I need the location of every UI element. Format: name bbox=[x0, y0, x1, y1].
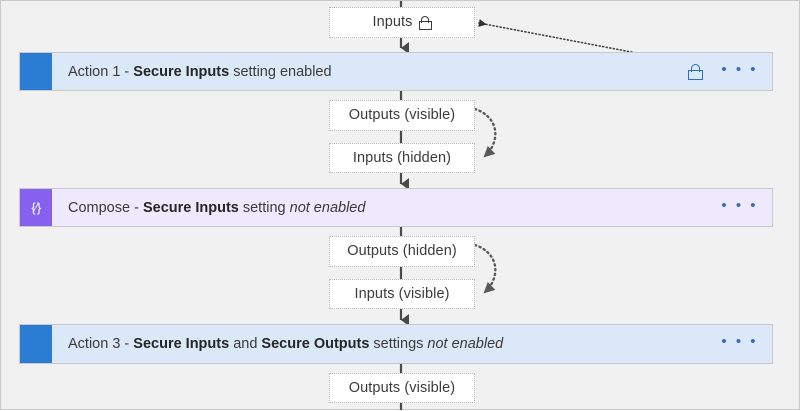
node-action1-outputs[interactable]: Outputs (visible) bbox=[329, 100, 475, 131]
action-1-prefix: Action 1 - bbox=[68, 63, 134, 80]
node-compose-inputs[interactable]: Inputs (visible) bbox=[329, 279, 475, 309]
node-top-inputs[interactable]: Inputs bbox=[329, 7, 475, 38]
action-3-middle: settings bbox=[369, 336, 428, 352]
action-3-bold-2: Secure Outputs bbox=[261, 336, 370, 352]
action-1-right-controls: • • • bbox=[682, 62, 772, 82]
action-1-bold: Secure Inputs bbox=[133, 63, 230, 80]
compose-bold: Secure Inputs bbox=[142, 199, 239, 216]
compose-braces-icon: {∕} bbox=[20, 189, 52, 226]
compose-prefix: Compose - bbox=[68, 199, 143, 216]
node-action3-outputs[interactable]: Outputs (visible) bbox=[329, 373, 475, 403]
compose-middle: setting bbox=[238, 199, 290, 216]
wire-curve-compose bbox=[473, 243, 497, 294]
action-row-compose[interactable]: {∕} Compose - Secure Inputs setting not … bbox=[19, 188, 773, 227]
action1-inputs-label: Inputs (hidden) bbox=[352, 149, 452, 166]
action-3-conjunction: and bbox=[229, 336, 262, 352]
action-square-icon bbox=[20, 325, 52, 363]
compose-outputs-label: Outputs (hidden) bbox=[347, 243, 457, 260]
wire-curve-a1 bbox=[473, 107, 497, 158]
compose-icon-glyph: {∕} bbox=[31, 200, 41, 215]
action-3-right-controls: • • • bbox=[721, 334, 772, 354]
compose-label: Compose - Secure Inputs setting not enab… bbox=[52, 200, 721, 216]
action-1-suffix: setting enabled bbox=[229, 63, 332, 80]
action-3-italic: not enabled bbox=[427, 336, 504, 352]
compose-menu-button[interactable]: • • • bbox=[721, 196, 758, 214]
action-1-menu-button[interactable]: • • • bbox=[721, 60, 758, 78]
action-3-bold-1: Secure Inputs bbox=[133, 336, 230, 352]
action-3-label: Action 3 - Secure Inputs and Secure Outp… bbox=[52, 336, 721, 352]
compose-inputs-label: Inputs (visible) bbox=[354, 285, 450, 302]
action-row-action-1[interactable]: Action 1 - Secure Inputs setting enabled… bbox=[19, 52, 773, 91]
action1-outputs-label: Outputs (visible) bbox=[348, 107, 456, 124]
node-action1-inputs[interactable]: Inputs (hidden) bbox=[329, 143, 475, 173]
compose-right-controls: • • • bbox=[721, 198, 772, 218]
node-compose-outputs[interactable]: Outputs (hidden) bbox=[329, 236, 475, 267]
compose-italic: not enabled bbox=[289, 199, 366, 216]
action-3-prefix: Action 3 - bbox=[68, 336, 134, 352]
top-inputs-label: Inputs bbox=[372, 14, 413, 31]
action-1-label: Action 1 - Secure Inputs setting enabled bbox=[52, 64, 682, 80]
action-row-action-3[interactable]: Action 3 - Secure Inputs and Secure Outp… bbox=[19, 324, 773, 364]
action-square-icon bbox=[20, 53, 52, 90]
lock-icon bbox=[418, 15, 432, 30]
secure-lock-icon[interactable] bbox=[688, 63, 704, 80]
action-3-menu-button[interactable]: • • • bbox=[721, 333, 758, 350]
action3-outputs-label: Outputs (visible) bbox=[348, 379, 456, 396]
